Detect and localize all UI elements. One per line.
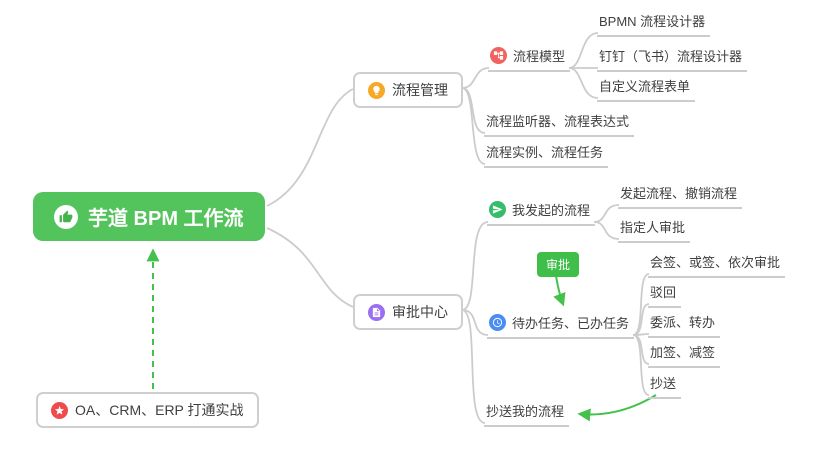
- thumbs-up-icon: [54, 204, 78, 229]
- node-label: OA、CRM、ERP 打通实战: [75, 402, 244, 418]
- node-label: 发起流程、撤销流程: [620, 186, 738, 201]
- node-cc[interactable]: 抄送: [648, 373, 682, 399]
- edge-td-countersign: [632, 273, 650, 336]
- node-listener-expression[interactable]: 流程监听器、流程表达式: [484, 111, 635, 137]
- node-label: 流程管理: [392, 82, 448, 98]
- document-icon: [368, 303, 385, 321]
- node-cc-my-process[interactable]: 抄送我的流程: [484, 401, 570, 427]
- node-label: 会签、或签、依次审批: [650, 255, 781, 270]
- edge-mi-assignee: [593, 221, 620, 240]
- node-label: 驳回: [650, 285, 677, 300]
- cc-arrow: [577, 394, 657, 422]
- node-my-initiated[interactable]: 我发起的流程: [487, 200, 596, 226]
- approval-tag-label: 审批: [546, 258, 571, 272]
- send-icon: [489, 201, 506, 218]
- approval-arrow: [553, 275, 566, 307]
- edge-td-delegate: [632, 333, 650, 336]
- node-reject[interactable]: 驳回: [648, 282, 682, 308]
- node-approval-center[interactable]: 审批中心: [353, 294, 463, 330]
- node-custom-form[interactable]: 自定义流程表单: [597, 76, 696, 102]
- node-delegate-transfer[interactable]: 委派、转办: [648, 312, 721, 338]
- node-label: 待办任务、已办任务: [512, 316, 630, 331]
- edge-pm-listener: [461, 87, 486, 134]
- node-root[interactable]: 芋道 BPM 工作流: [33, 192, 265, 241]
- approval-tag[interactable]: 审批: [537, 252, 580, 277]
- node-label: 指定人审批: [620, 220, 686, 235]
- edge-td-reject: [632, 303, 650, 336]
- node-process-model[interactable]: 流程模型: [488, 46, 571, 72]
- node-add-reduce-sign[interactable]: 加签、减签: [648, 342, 721, 368]
- node-oa-note[interactable]: OA、CRM、ERP 打通实战: [36, 392, 259, 428]
- node-label: 流程监听器、流程表达式: [486, 114, 630, 129]
- edge-pm-instance: [461, 87, 486, 165]
- node-process-management[interactable]: 流程管理: [353, 72, 463, 108]
- node-countersign[interactable]: 会签、或签、依次审批: [648, 252, 786, 278]
- edge-root-approval-center: [266, 227, 354, 308]
- node-label: 抄送: [650, 376, 677, 391]
- node-label: 加签、减签: [650, 345, 716, 360]
- node-label: 自定义流程表单: [599, 79, 691, 94]
- star-icon: [51, 401, 68, 419]
- node-label: 委派、转办: [650, 315, 716, 330]
- edge-pm-process-model: [461, 67, 490, 89]
- root-label: 芋道 BPM 工作流: [88, 208, 244, 230]
- node-label: 钉钉（飞书）流程设计器: [599, 49, 743, 64]
- node-dingtalk-designer[interactable]: 钉钉（飞书）流程设计器: [597, 46, 748, 72]
- node-bpmn-designer[interactable]: BPMN 流程设计器: [597, 11, 711, 37]
- edge-td-cc: [632, 334, 650, 396]
- edge-ac-my-initiated: [461, 221, 489, 311]
- node-instance-task[interactable]: 流程实例、流程任务: [484, 142, 609, 168]
- flow-tree-icon: [490, 47, 507, 64]
- clock-icon: [489, 314, 506, 331]
- node-label: BPMN 流程设计器: [599, 14, 706, 29]
- edge-mi-initiate-cancel: [593, 204, 620, 223]
- node-label: 流程实例、流程任务: [486, 145, 604, 160]
- node-assignee-approval[interactable]: 指定人审批: [618, 217, 691, 243]
- node-label: 审批中心: [392, 304, 448, 320]
- edge-ac-cc-my-process: [461, 309, 486, 424]
- edge-model-bpmn: [568, 32, 599, 69]
- edge-ac-todo-done: [461, 309, 489, 336]
- node-todo-done[interactable]: 待办任务、已办任务: [487, 313, 635, 339]
- edge-model-custom-form: [568, 67, 599, 99]
- lightbulb-icon: [368, 81, 385, 99]
- node-label: 流程模型: [513, 49, 566, 64]
- node-label: 抄送我的流程: [486, 404, 565, 419]
- node-label: 我发起的流程: [512, 203, 591, 218]
- edge-root-process-management: [266, 88, 354, 207]
- node-initiate-cancel[interactable]: 发起流程、撤销流程: [618, 183, 743, 209]
- edge-td-add-sign: [632, 334, 650, 365]
